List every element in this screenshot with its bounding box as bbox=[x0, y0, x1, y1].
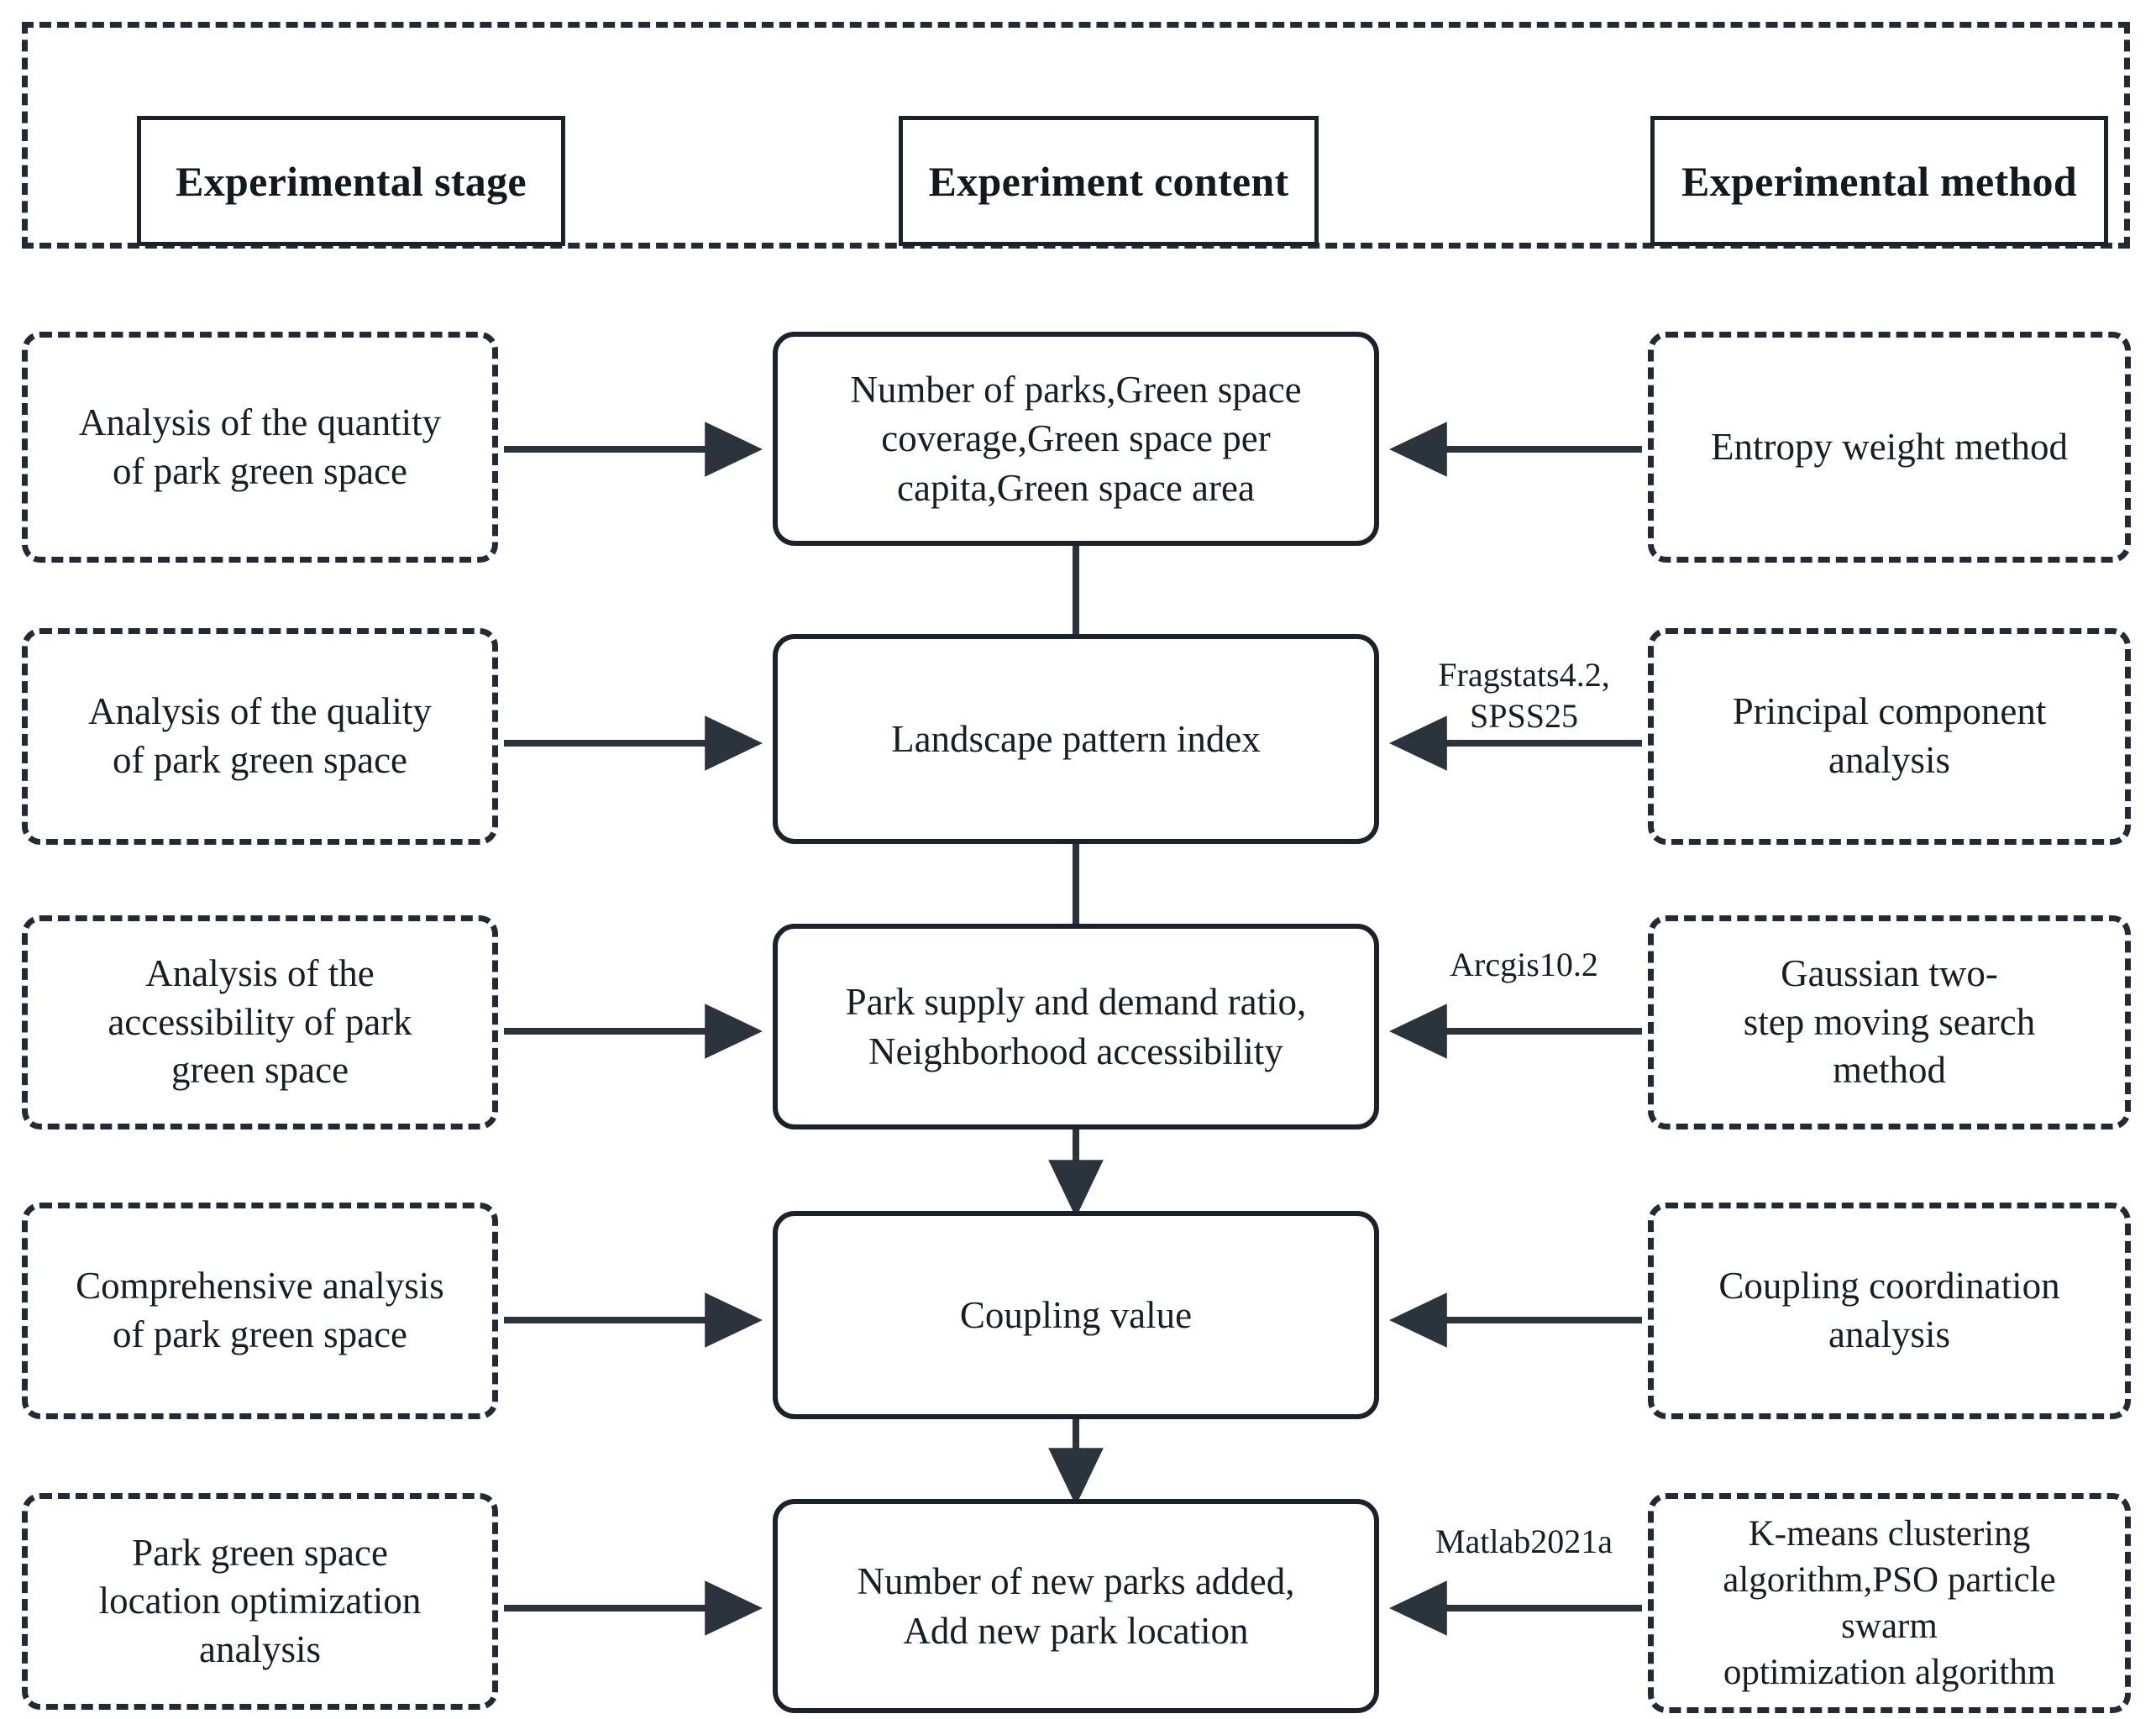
header-band: Experimental stage Experiment content Ex… bbox=[22, 22, 2130, 249]
method-box-row-3[interactable]: Gaussian two- step moving search method bbox=[1648, 915, 2131, 1129]
stage-box-row-4[interactable]: Comprehensive analysis of park green spa… bbox=[22, 1203, 498, 1419]
tool-label-row-3: Arcgis10.2 bbox=[1450, 946, 1598, 983]
stage-box-row-1[interactable]: Analysis of the quantity of park green s… bbox=[22, 332, 498, 563]
content-box-row-3[interactable]: Park supply and demand ratio, Neighborho… bbox=[773, 924, 1379, 1129]
stage-box-row-5[interactable]: Park green space location optimization a… bbox=[22, 1493, 498, 1710]
header-column-experimental-stage: Experimental stage bbox=[137, 116, 565, 246]
method-box-row-4[interactable]: Coupling coordination analysis bbox=[1648, 1203, 2131, 1419]
tool-label-row-2: Fragstats4.2, SPSS25 bbox=[1438, 656, 1610, 735]
content-box-row-1[interactable]: Number of parks,Green space coverage,Gre… bbox=[773, 332, 1379, 546]
content-box-row-2[interactable]: Landscape pattern index bbox=[773, 634, 1379, 844]
method-box-row-2[interactable]: Principal component analysis bbox=[1648, 628, 2131, 845]
stage-box-row-2[interactable]: Analysis of the quality of park green sp… bbox=[22, 628, 498, 845]
content-box-row-4[interactable]: Coupling value bbox=[773, 1211, 1379, 1419]
content-box-row-5[interactable]: Number of new parks added, Add new park … bbox=[773, 1499, 1379, 1713]
header-column-experimental-method: Experimental method bbox=[1650, 116, 2108, 246]
header-column-experiment-content: Experiment content bbox=[899, 116, 1319, 246]
tool-label-row-5: Matlab2021a bbox=[1435, 1522, 1613, 1560]
method-box-row-1[interactable]: Entropy weight method bbox=[1648, 332, 2131, 563]
stage-box-row-3[interactable]: Analysis of the accessibility of park gr… bbox=[22, 915, 498, 1129]
method-box-row-5[interactable]: K-means clustering algorithm,PSO particl… bbox=[1648, 1493, 2131, 1713]
